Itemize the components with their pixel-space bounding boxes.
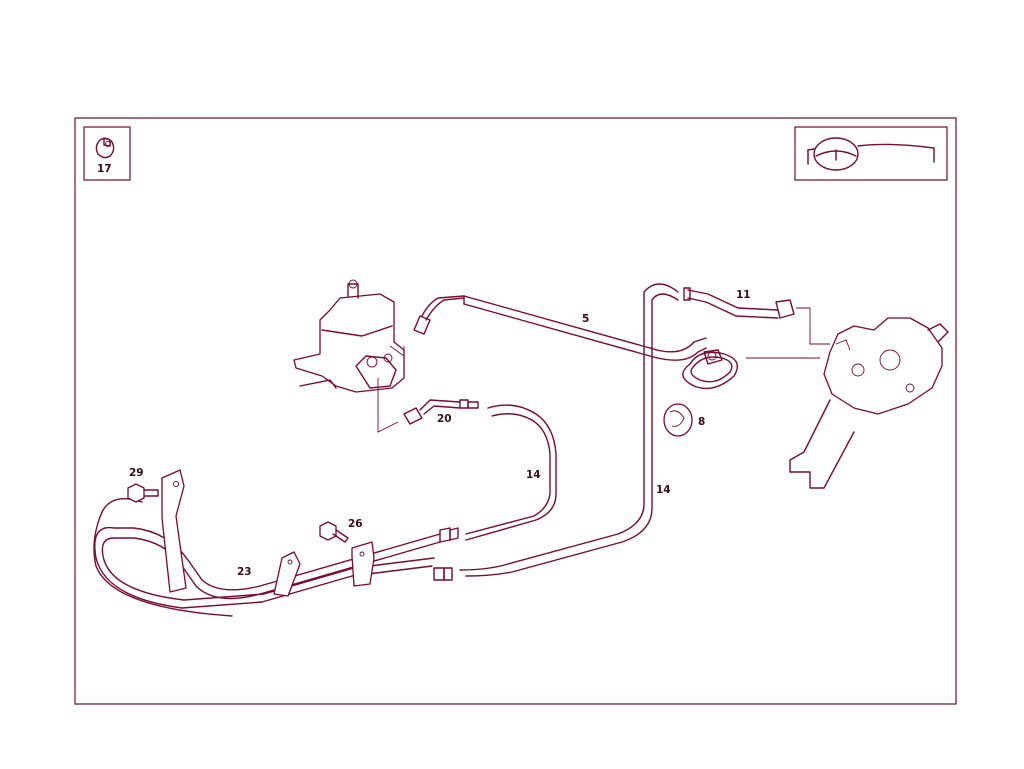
clip-mid[interactable] — [273, 551, 301, 597]
inset-steering-wheel[interactable] — [794, 126, 948, 181]
line-11[interactable] — [683, 287, 830, 345]
clip-right[interactable] — [351, 541, 375, 587]
callout-11: 11 — [736, 289, 751, 301]
hose-clamp-icon — [95, 137, 115, 159]
callout-14-left: 14 — [526, 469, 541, 481]
bracket-left[interactable] — [161, 469, 187, 593]
diagram-frame — [74, 117, 957, 705]
callout-8: 8 — [698, 416, 705, 428]
hose-loop-fitting[interactable] — [682, 349, 820, 390]
callout-20: 20 — [437, 413, 452, 425]
callout-23: 23 — [237, 566, 252, 578]
callout-5: 5 — [582, 313, 589, 325]
callout-29: 29 — [129, 467, 144, 479]
cap-8[interactable] — [663, 403, 693, 437]
inset-steering-box — [794, 126, 948, 181]
pump-pressure-fitting[interactable] — [413, 295, 465, 335]
hose-14-right[interactable] — [459, 283, 679, 577]
inset-hose-clamp-box — [83, 126, 131, 181]
inset-hose-clamp[interactable] — [83, 126, 131, 181]
bolt-29[interactable] — [127, 483, 159, 503]
fitting-20[interactable] — [403, 399, 479, 425]
hose-5[interactable] — [463, 295, 707, 361]
cooler-line-23[interactable] — [93, 498, 459, 617]
steering-pump[interactable] — [293, 279, 405, 433]
callout-26: 26 — [348, 518, 363, 530]
callout-14-right: 14 — [656, 484, 671, 496]
callout-17: 17 — [97, 163, 112, 175]
bolt-26[interactable] — [319, 521, 349, 543]
hose-14-left[interactable] — [465, 404, 557, 541]
steering-wheel-icon — [807, 137, 935, 171]
steering-gear[interactable] — [789, 317, 949, 489]
